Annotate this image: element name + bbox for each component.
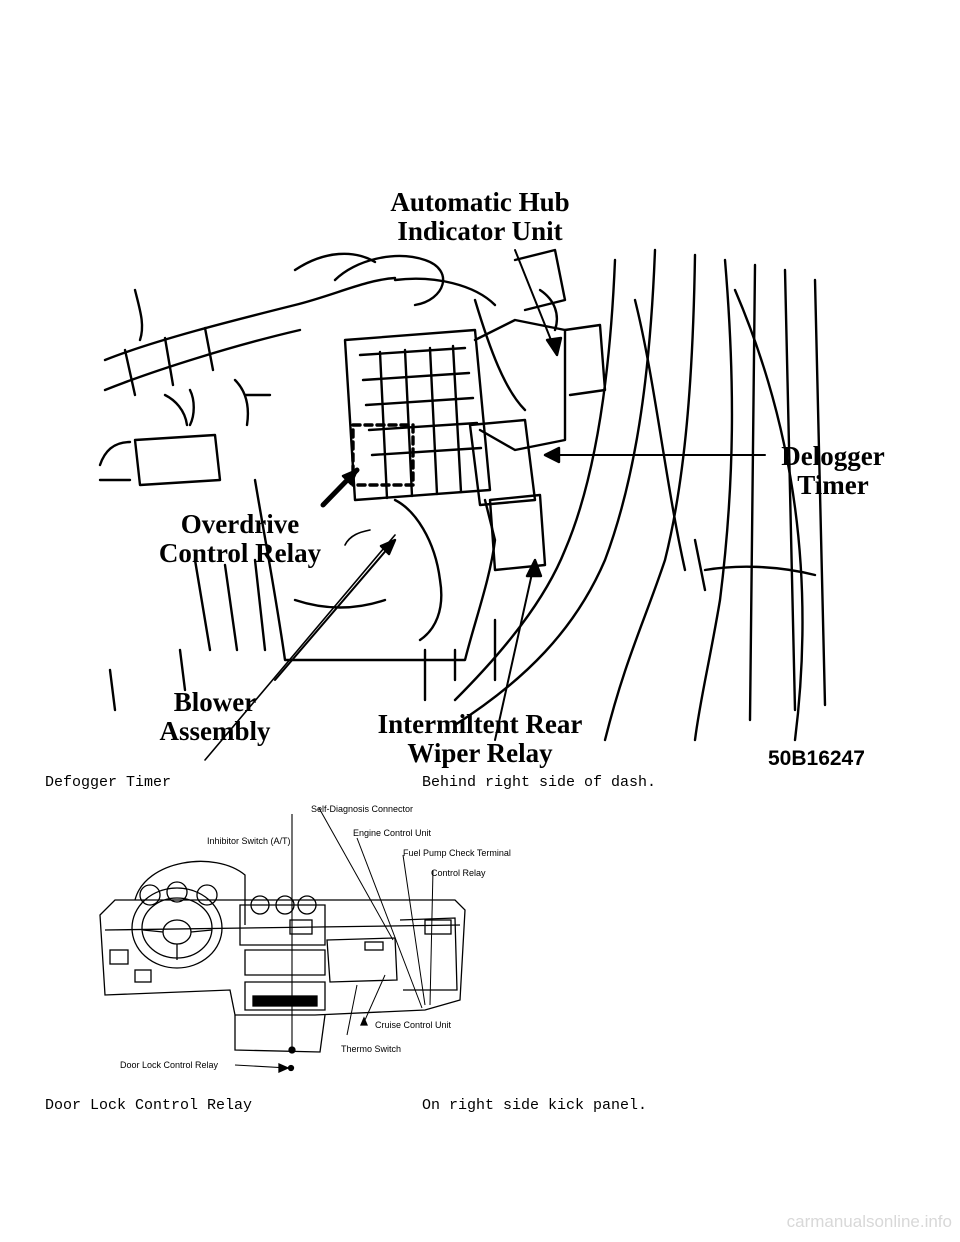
callout-text: Wiper Relay [407, 738, 553, 768]
delogger-timer-callout: Delogger Timer [761, 442, 905, 500]
component-name: Door Lock Control Relay [45, 1097, 253, 1114]
blower-assembly-callout: Blower Assembly [135, 688, 295, 746]
rear-wiper-relay-callout: Intermiltent Rear Wiper Relay [335, 710, 625, 768]
door-lock-relay-callout: Door Lock Control Relay [120, 1060, 219, 1070]
callout-text: Assembly [159, 716, 271, 746]
under-dash-illustration [98, 248, 827, 761]
callout-text: Overdrive [180, 509, 300, 539]
callout-text: Control Relay [158, 538, 322, 568]
figure-code: 50B16247 [768, 747, 865, 770]
thermo-switch-callout: Thermo Switch [341, 1044, 402, 1054]
callout-text: Blower [173, 687, 257, 717]
callout-text: Indicator Unit [397, 216, 563, 246]
overdrive-relay-callout: Overdrive Control Relay [130, 510, 350, 568]
watermark: carmanualsonline.info [786, 1212, 952, 1231]
inhibitor-switch-callout: Inhibitor Switch (A/T) [207, 836, 291, 846]
callout-text: Delogger [781, 441, 885, 471]
component-name: Defogger Timer [45, 774, 172, 791]
hub-indicator-callout: Automatic Hub Indicator Unit [355, 188, 605, 246]
callout-text: Automatic Hub [390, 187, 570, 217]
component-location: On right side kick panel. [422, 1097, 648, 1114]
fuel-pump-terminal-callout: Fuel Pump Check Terminal [403, 848, 511, 858]
callout-text: Intermiltent Rear [377, 709, 583, 739]
instrument-panel-figure: Self-Diagnosis Connector Inhibitor Switc… [95, 800, 545, 1090]
callout-text: Timer [797, 470, 869, 500]
cruise-control-callout: Cruise Control Unit [375, 1020, 452, 1030]
component-location: Behind right side of dash. [422, 774, 657, 791]
self-diagnosis-callout: Self-Diagnosis Connector [311, 804, 414, 814]
engine-control-unit-callout: Engine Control Unit [353, 828, 432, 838]
dashboard-illustration [99, 807, 466, 1074]
relay-location-figure: Automatic Hub Indicator Unit Delogger Ti… [95, 180, 915, 770]
control-relay-callout: Control Relay [431, 868, 486, 878]
